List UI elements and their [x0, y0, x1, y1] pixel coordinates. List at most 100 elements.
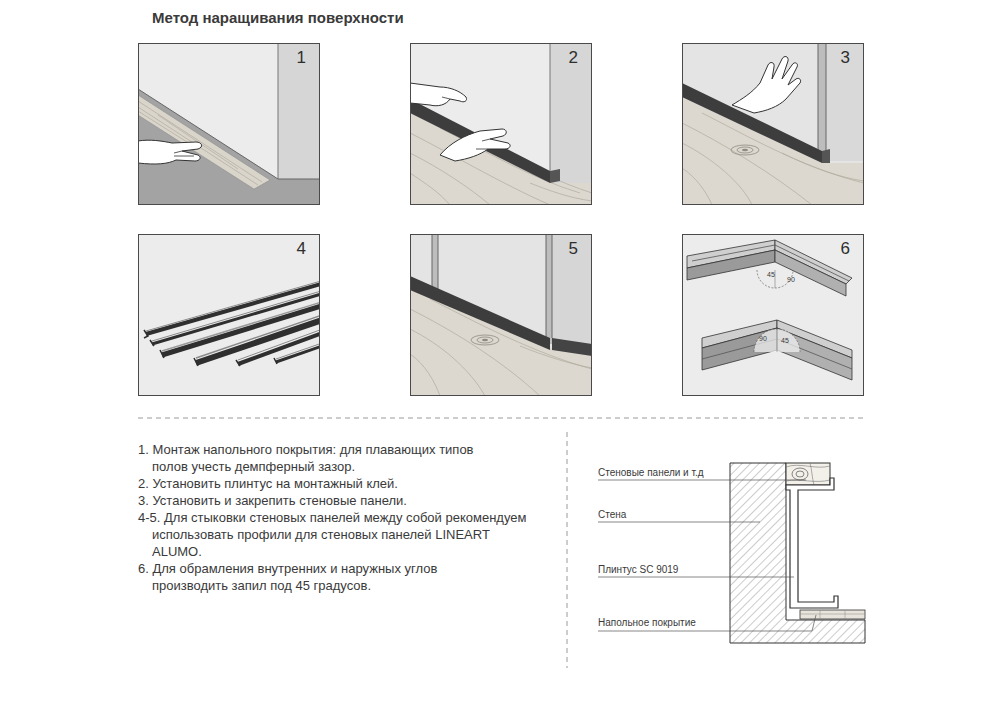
profile-set [144, 330, 277, 366]
cross-section [792, 468, 808, 480]
wall-panel-scene [818, 43, 826, 161]
callout-label: Плинтус SC 9019 [598, 564, 678, 576]
step-number: 2 [569, 48, 578, 68]
wall-panel-scene [682, 43, 864, 205]
cross-section [730, 463, 865, 643]
wall-panel-scene [826, 43, 864, 161]
cross-section [796, 471, 804, 477]
angle-label: 90 [787, 276, 795, 284]
cross-section [786, 463, 830, 485]
step-number: 6 [841, 239, 850, 259]
wall-panel-scene [822, 149, 830, 163]
skirting-install-scene [440, 129, 510, 161]
wall-panel-scene [732, 57, 801, 113]
callout-label: Стена [598, 509, 626, 521]
leader-line [598, 480, 806, 481]
profile-set [146, 279, 320, 331]
floor-laying-scene [138, 43, 320, 205]
leader-line [598, 615, 816, 631]
profile-set [238, 327, 320, 360]
skirting-install-scene [410, 83, 467, 106]
profile-set [146, 279, 320, 364]
corner-mitre-scene [682, 234, 864, 396]
corner-mitre-scene [682, 234, 864, 396]
step-panel: 4 [138, 234, 320, 396]
panel-joint-scene [410, 299, 592, 396]
wall-panel-scene [682, 43, 864, 205]
skirting-install-scene [550, 43, 551, 171]
corner-mitre-scene [775, 250, 846, 296]
floor-laying-scene [138, 89, 320, 205]
corner-mitre-scene [692, 245, 849, 281]
skirting-install-scene [410, 43, 592, 205]
step-panel: 5 [410, 234, 592, 396]
panel-joint-scene [432, 234, 438, 290]
instruction-step: 2. Установить плинтус на монтажный клей. [138, 475, 497, 492]
step-panel: 2 [410, 43, 592, 205]
leader-line [598, 522, 760, 523]
leader-line [598, 577, 794, 578]
cross-section [786, 478, 838, 608]
cross-section [786, 463, 830, 485]
profile-set [238, 331, 320, 364]
cross-section [800, 610, 865, 619]
floor-laying-scene [138, 101, 262, 185]
cross-section [730, 463, 865, 643]
angle-label: 45 [781, 337, 789, 345]
floor-laying-scene [138, 43, 320, 205]
panel-joint-scene [410, 234, 592, 396]
wall-panel-scene [818, 43, 819, 153]
angle-label: 45 [767, 271, 775, 279]
wall-panel-scene [742, 149, 748, 151]
skirting-install-scene [442, 97, 490, 149]
panel-joint-scene [438, 234, 439, 289]
skirting-install-scene [550, 43, 592, 183]
step-panel: 1 [138, 43, 320, 205]
profile-set [276, 344, 320, 362]
instruction-step: 1. Монтаж напольного покрытия: для плава… [138, 441, 497, 475]
separator-line [567, 432, 568, 668]
skirting-install-scene [410, 99, 550, 183]
profile-set [196, 318, 320, 363]
profile-set [152, 292, 320, 344]
panel-joint-scene [477, 337, 493, 343]
wall-panel-scene [682, 43, 864, 205]
wall-panel-scene [682, 97, 864, 205]
floor-laying-scene [138, 140, 202, 164]
instruction-step: 3. Установить и закрепить стеновые панел… [138, 492, 497, 509]
callout-label: Напольное покрытие [598, 617, 696, 629]
floor-laying-scene [278, 43, 279, 179]
step-panel: 3 [682, 43, 864, 205]
instruction-step: 4-5. Для стыковки стеновых панелей между… [138, 509, 527, 560]
callout-label: Стеновые панели и т.д [598, 467, 704, 479]
title: Метод наращивания поверхности [152, 9, 404, 26]
profile-set [276, 341, 320, 359]
step-number: 5 [569, 239, 578, 259]
corner-mitre-scene [777, 329, 778, 352]
floor-laying-scene [138, 95, 270, 189]
profile-set [138, 234, 328, 396]
panel-joint-scene [410, 234, 592, 396]
step-number: 4 [297, 239, 306, 259]
corner-mitre-scene [687, 250, 775, 280]
panel-joint-scene [552, 338, 592, 356]
wall-panel-scene [682, 113, 864, 205]
corner-mitre-scene [682, 234, 864, 396]
skirting-install-scene [410, 113, 592, 205]
panel-joint-scene [546, 234, 552, 344]
panel-joint-scene [482, 339, 488, 341]
panel-joint-scene [410, 276, 550, 350]
instruction-step: 6. Для обрамления внутренних и наружных … [138, 560, 512, 594]
skirting-install-scene [550, 169, 560, 183]
floor-laying-scene [138, 43, 320, 205]
panel-joint-scene [471, 335, 499, 345]
leader-line [598, 480, 816, 631]
profile-set [138, 234, 320, 396]
panel-joint-scene [552, 234, 592, 346]
step-number: 3 [841, 48, 850, 68]
wall-panel-scene [731, 145, 759, 155]
wall-panel-scene [826, 43, 827, 153]
corner-mitre-scene [754, 329, 800, 352]
